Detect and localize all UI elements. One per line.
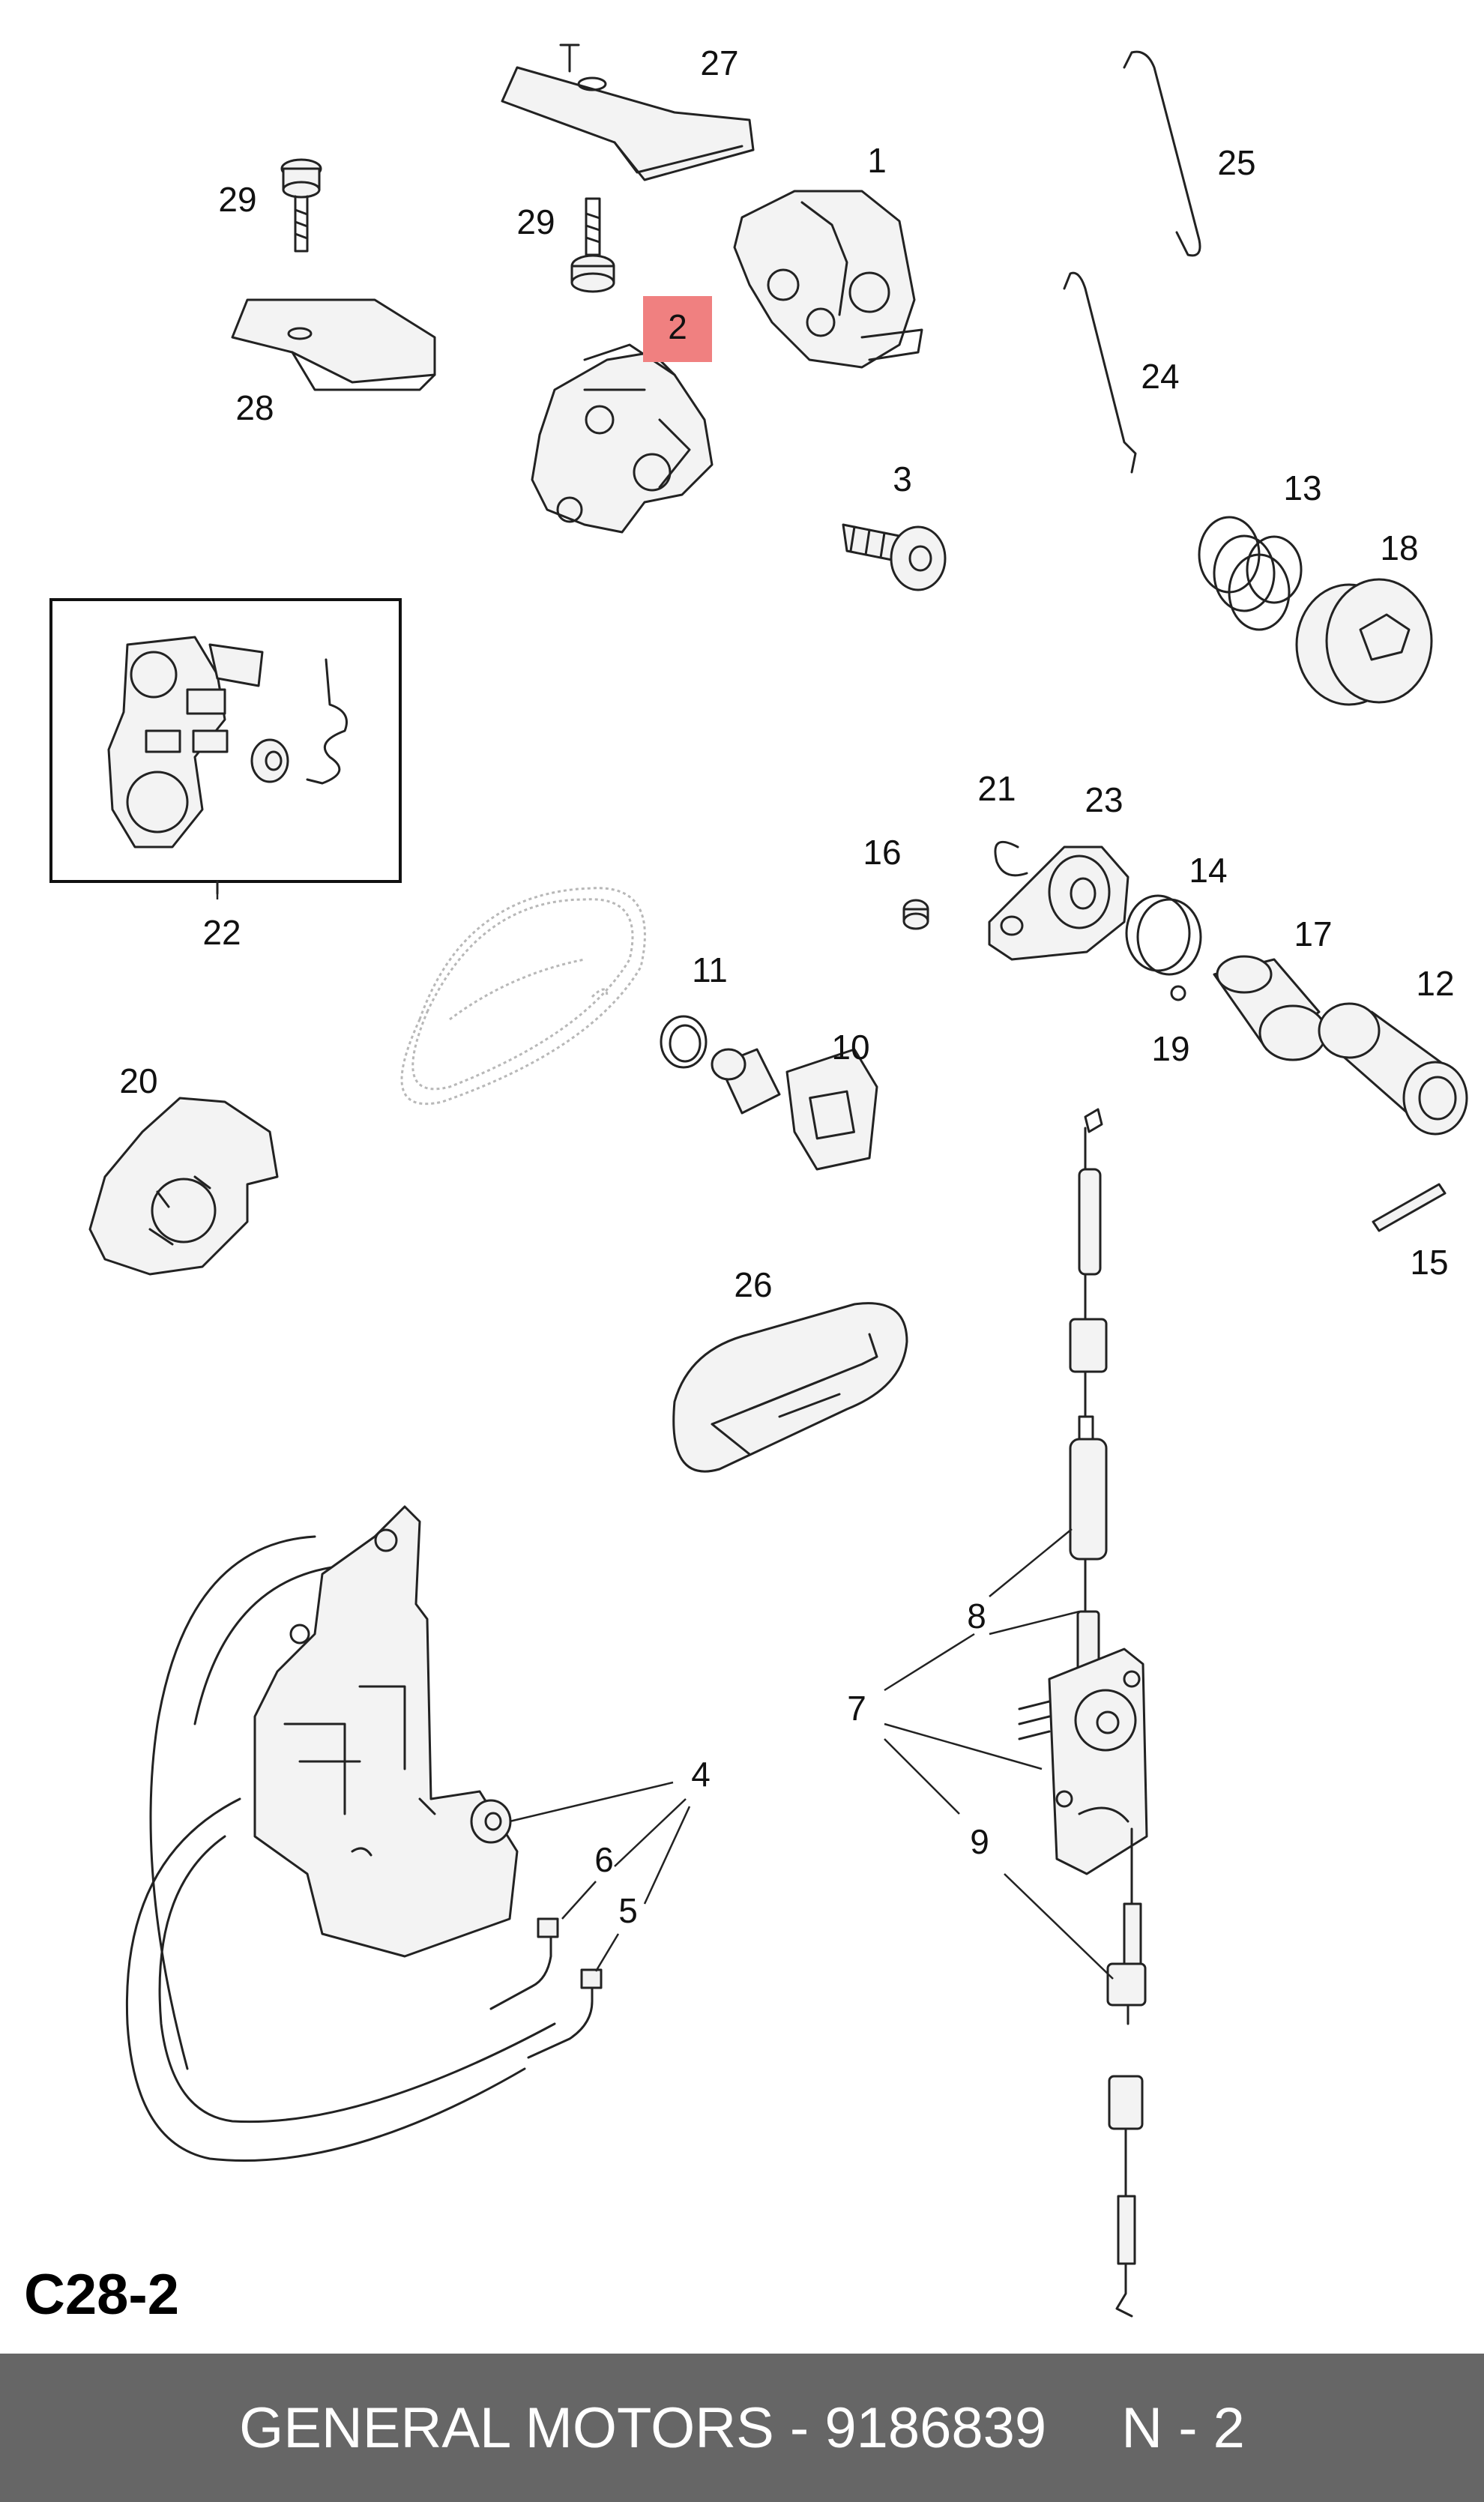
part-26-gasket	[672, 1302, 908, 1473]
part-6-cable-end	[489, 1917, 559, 2010]
label-part-16: 16	[863, 833, 901, 872]
callout-labels: 1 2 3 4 5 6 7 8 9 10 11 12 13 14 15 16 1…	[119, 43, 1454, 1930]
label-part-17: 17	[1294, 914, 1332, 953]
part-1-latch	[733, 190, 923, 369]
part-5-cable-end	[527, 1968, 603, 2059]
part-25-rod	[1123, 50, 1201, 257]
part-29b-screw	[570, 197, 615, 293]
part-19-ball	[1170, 985, 1186, 1001]
label-part-19: 19	[1151, 1029, 1189, 1068]
label-part-10: 10	[831, 1028, 869, 1067]
label-part-1: 1	[867, 141, 887, 180]
part-3-screw	[842, 523, 947, 591]
part-24-rod	[1063, 271, 1137, 474]
footer-bar: GENERAL MOTORS - 9186839 N - 2	[0, 2354, 1484, 2502]
label-part-6: 6	[594, 1840, 614, 1879]
label-part-21: 21	[977, 769, 1016, 808]
label-part-29b: 29	[516, 202, 555, 241]
label-part-24: 24	[1141, 357, 1179, 396]
part-9-rod	[1106, 1827, 1147, 2318]
part-11-oring	[660, 1015, 708, 1069]
label-part-25: 25	[1217, 143, 1255, 182]
part-23-housing	[988, 845, 1129, 961]
label-part-20: 20	[119, 1061, 157, 1100]
label-part-13: 13	[1283, 468, 1321, 507]
label-part-7: 7	[847, 1689, 866, 1728]
part-16-pin	[902, 899, 929, 930]
label-part-14: 14	[1189, 851, 1227, 890]
part-21-clip	[994, 840, 1028, 877]
label-part-3: 3	[893, 459, 912, 498]
ghost-handle-outline	[400, 887, 646, 1106]
part-18-cap	[1295, 578, 1433, 706]
part-22-kit	[49, 598, 402, 895]
part-17-sleeve	[1213, 955, 1327, 1061]
footer-brand-part-number: GENERAL MOTORS - 9186839	[239, 2396, 1047, 2460]
part-10-lock-cylinder	[711, 1048, 878, 1171]
label-part-9: 9	[970, 1822, 989, 1861]
label-part-29a: 29	[218, 180, 256, 219]
label-part-12: 12	[1416, 964, 1454, 1003]
part-12-cylinder	[1318, 1002, 1468, 1136]
parts-diagram: 1 2 3 4 5 6 7 8 9 10 11 12 13 14 15 16 1…	[49, 43, 1468, 2318]
diagram-reference-code: C28-2	[24, 2263, 179, 2327]
part-4-lock-assembly	[125, 1505, 556, 2162]
label-part-27: 27	[700, 43, 738, 82]
label-part-5: 5	[618, 1891, 638, 1930]
leader-lines	[216, 881, 1114, 1980]
label-part-8: 8	[967, 1597, 986, 1636]
part-2-latch	[531, 343, 714, 534]
label-part-23: 23	[1085, 780, 1123, 819]
label-part-15: 15	[1410, 1243, 1448, 1282]
part-13-spring	[1198, 516, 1303, 631]
footer-page-indicator: N - 2	[1121, 2396, 1245, 2460]
part-29a-screw	[280, 158, 322, 253]
label-part-11: 11	[692, 950, 728, 989]
label-part-28: 28	[235, 388, 274, 427]
part-27-bracket	[501, 43, 755, 181]
part-15-pin	[1372, 1183, 1447, 1232]
part-28-bracket	[231, 298, 436, 391]
label-part-4: 4	[691, 1755, 711, 1794]
label-part-2: 2	[668, 307, 687, 346]
part-7-actuator	[1018, 1648, 1148, 1875]
label-part-26: 26	[734, 1265, 772, 1304]
part-8-rod	[1069, 1108, 1108, 1673]
highlight-part-2	[643, 296, 712, 362]
label-part-22: 22	[202, 913, 241, 952]
part-14-ring	[1125, 894, 1202, 976]
part-20-cover	[88, 1097, 279, 1276]
label-part-18: 18	[1380, 528, 1418, 567]
